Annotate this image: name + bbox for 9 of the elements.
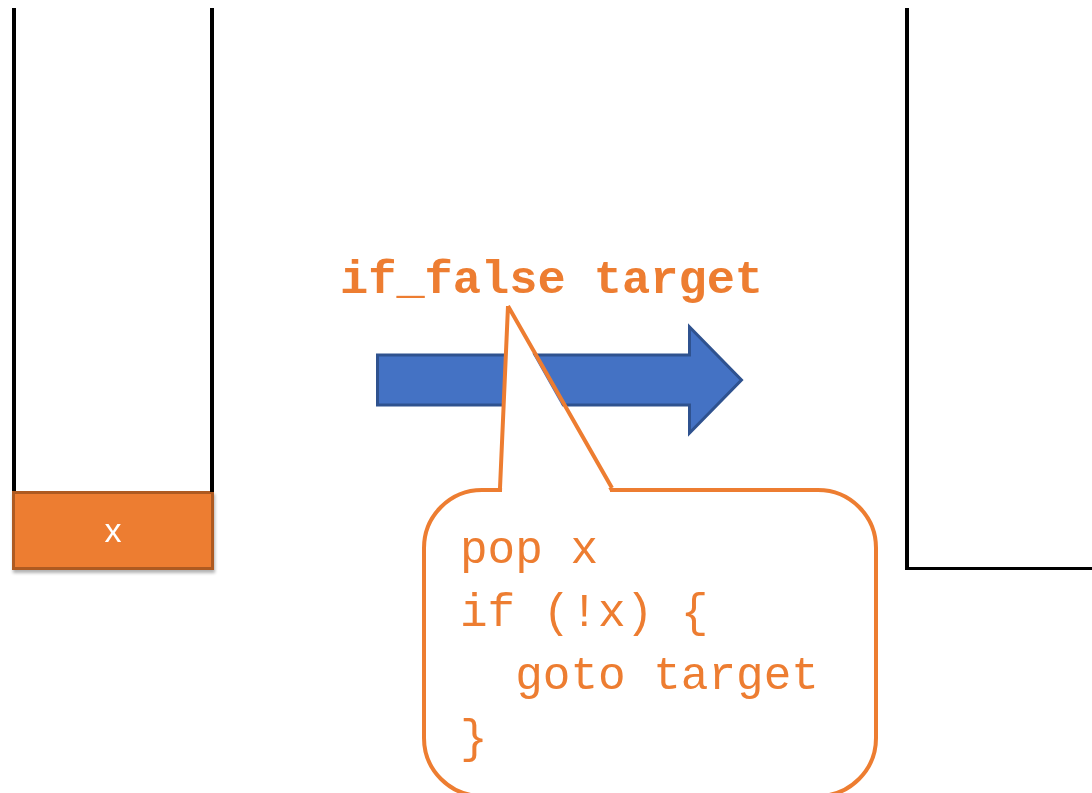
stack-item: x <box>12 491 214 570</box>
callout-tail <box>498 304 614 490</box>
callout-bubble <box>422 488 878 793</box>
code-line: goto target <box>514 650 819 705</box>
code-line: } <box>460 713 488 768</box>
instruction-label: if_false target <box>340 257 780 307</box>
code-line: pop x <box>460 524 599 579</box>
code-line: if (!x) { <box>460 587 709 642</box>
stack-container <box>12 8 214 571</box>
